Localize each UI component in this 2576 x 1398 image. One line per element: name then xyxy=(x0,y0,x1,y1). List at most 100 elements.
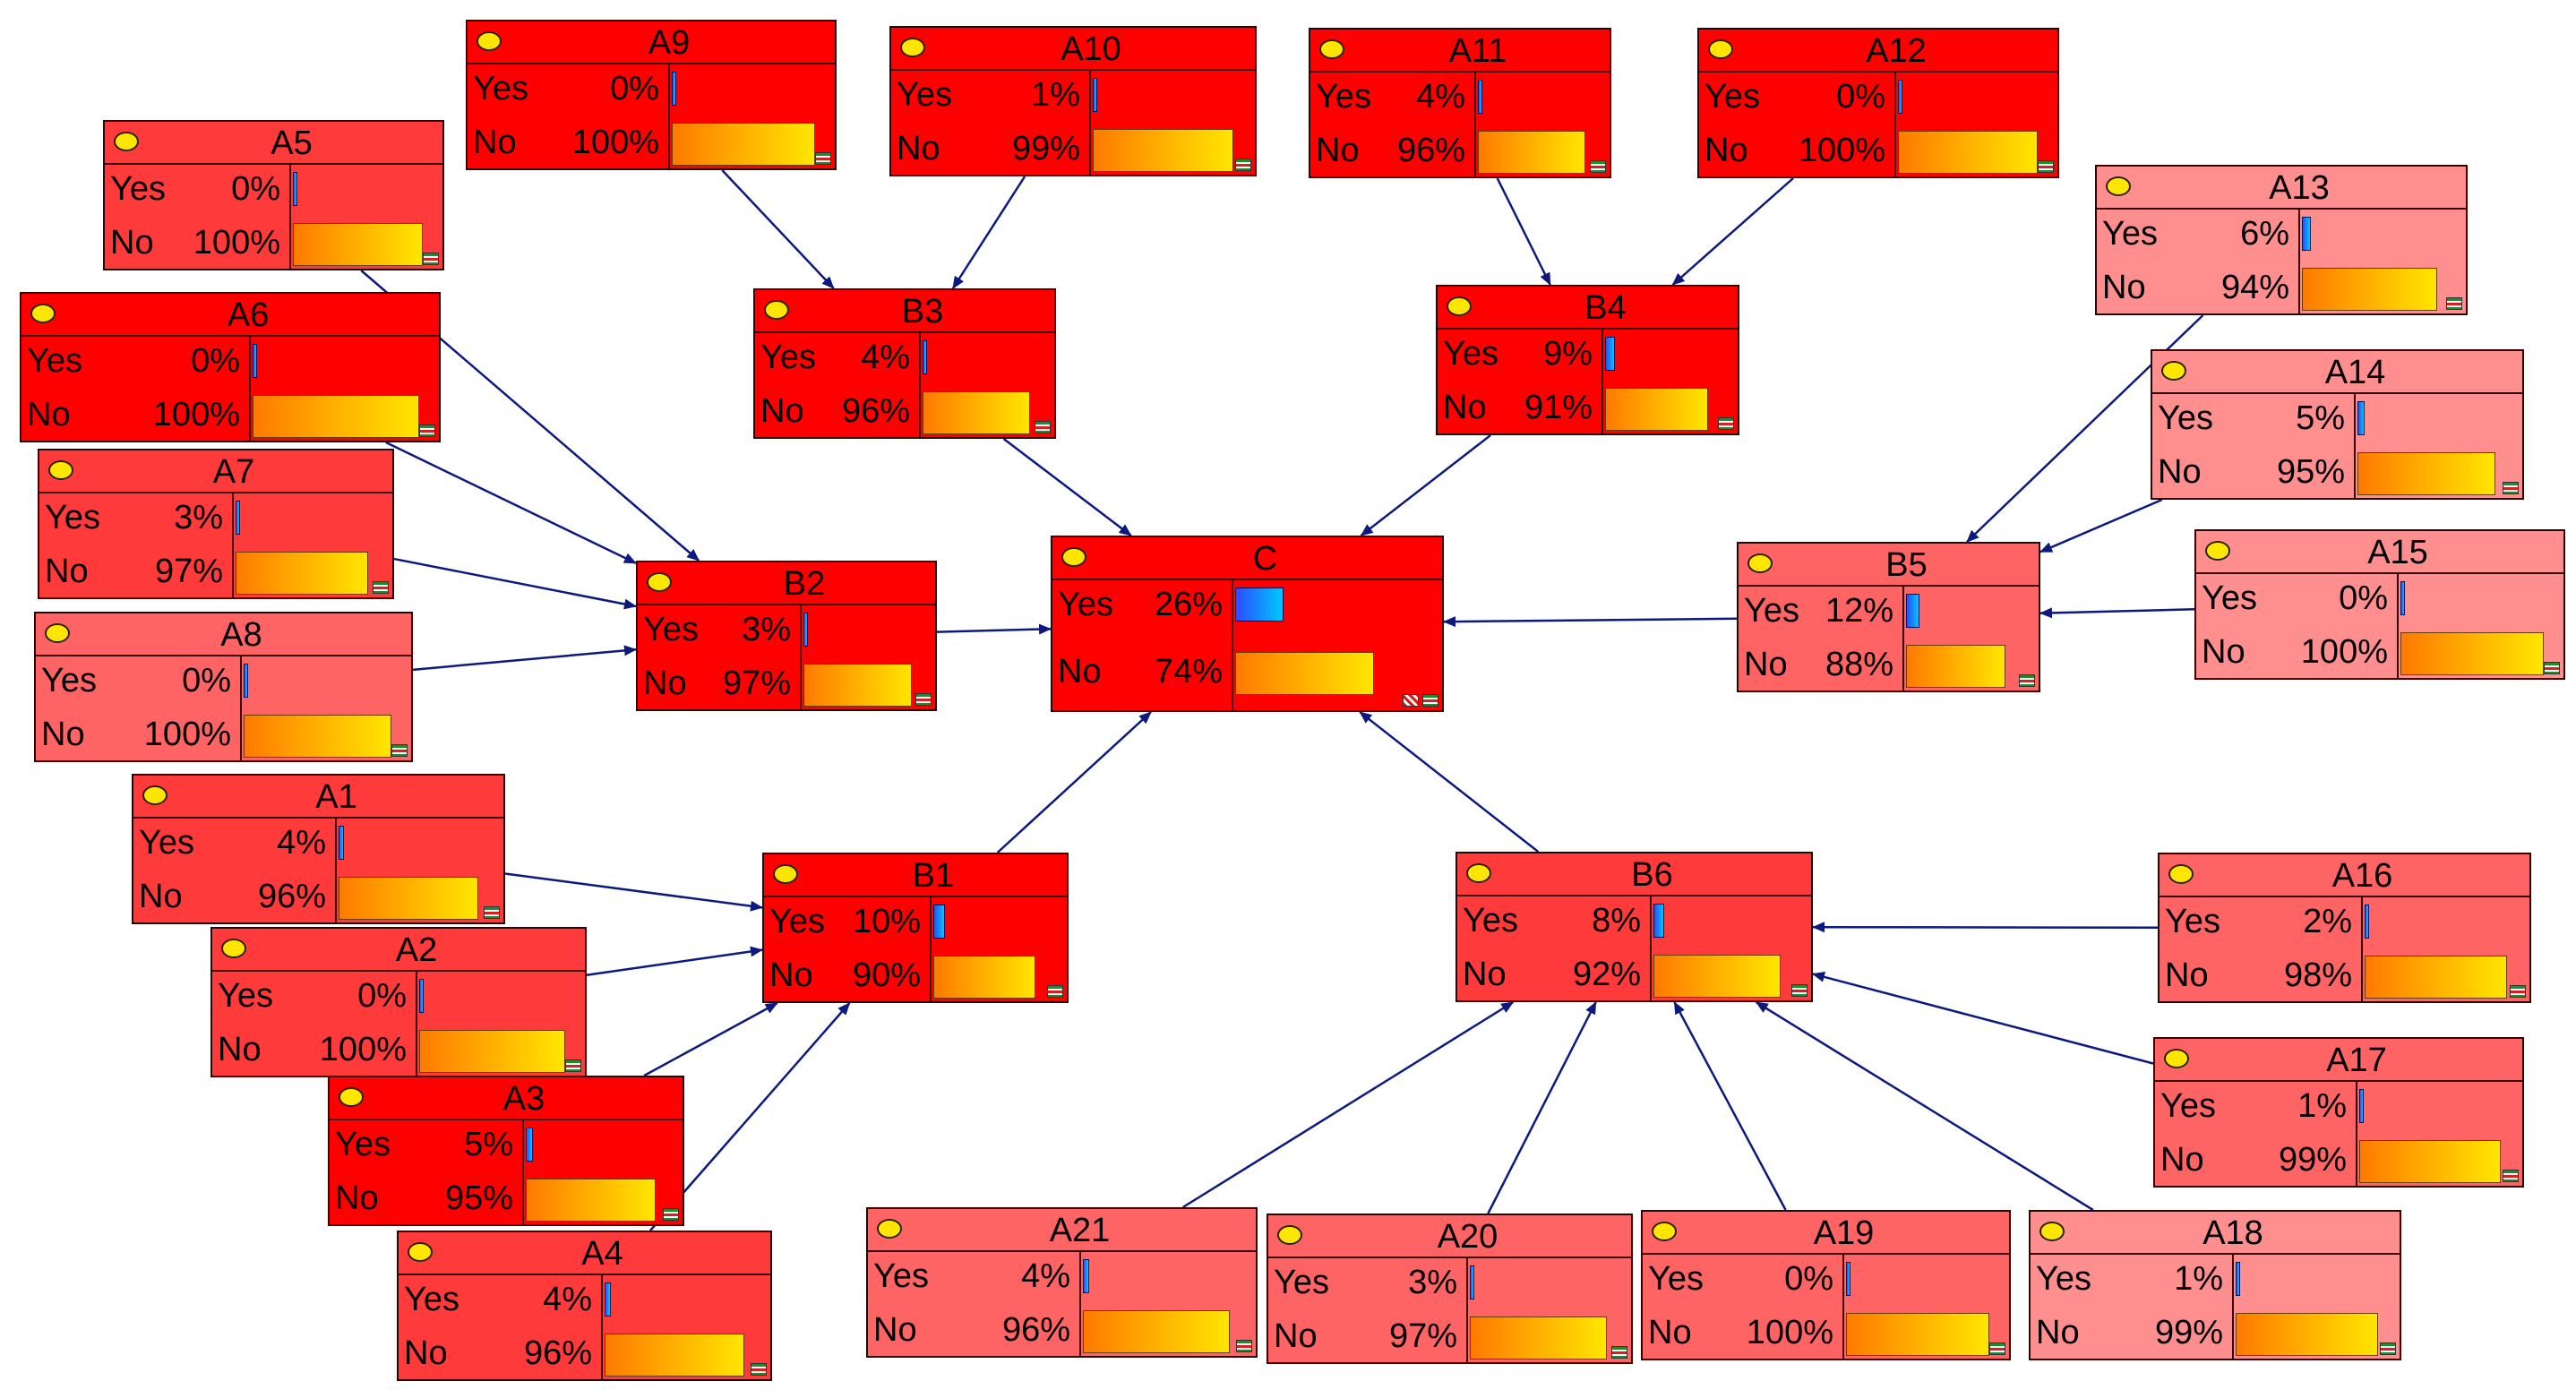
monitor-icon[interactable] xyxy=(815,152,831,165)
monitor-icon[interactable] xyxy=(751,1363,767,1376)
node-header[interactable]: A1 xyxy=(133,776,503,819)
monitor-icon[interactable] xyxy=(1611,1346,1627,1359)
node-state-dot[interactable] xyxy=(2039,1222,2065,1241)
monitor-icon[interactable] xyxy=(2038,160,2054,173)
node-state-dot[interactable] xyxy=(2161,361,2186,381)
monitor-icon[interactable] xyxy=(2510,985,2526,998)
monitor-icon[interactable] xyxy=(1791,984,1807,997)
node-state-dot[interactable] xyxy=(773,864,798,884)
node-state-dot[interactable] xyxy=(877,1219,902,1239)
node-header[interactable]: A8 xyxy=(36,613,411,656)
node-state-dot[interactable] xyxy=(1466,863,1491,883)
monitor-icon[interactable] xyxy=(419,425,435,437)
node-state-dot[interactable] xyxy=(1747,553,1773,573)
monitor-icon[interactable] xyxy=(1422,694,1438,707)
node-header[interactable]: A9 xyxy=(468,21,835,64)
monitor-icon[interactable] xyxy=(1989,1342,2005,1355)
node-state-dot[interactable] xyxy=(2106,176,2131,196)
monitor-icon[interactable] xyxy=(373,581,389,594)
node-state-dot[interactable] xyxy=(45,623,70,643)
node-header[interactable]: A2 xyxy=(212,929,585,972)
node-header[interactable]: B5 xyxy=(1739,544,2039,587)
monitor-icon[interactable] xyxy=(2503,482,2519,494)
node-state-dot[interactable] xyxy=(408,1242,433,1262)
node-header[interactable]: B4 xyxy=(1438,287,1738,330)
node-state-dot[interactable] xyxy=(2168,864,2194,884)
node-header[interactable]: A18 xyxy=(2031,1212,2400,1255)
node-state-dot[interactable] xyxy=(2164,1049,2189,1068)
node-header[interactable]: B1 xyxy=(764,854,1067,897)
node-header[interactable]: A20 xyxy=(1268,1215,1631,1258)
monitor-icon[interactable] xyxy=(2503,1170,2519,1182)
node-header[interactable]: B6 xyxy=(1457,853,1811,896)
monitor-icon[interactable] xyxy=(1236,1340,1252,1352)
grid-icon[interactable] xyxy=(1403,694,1419,707)
node-state-dot[interactable] xyxy=(30,304,56,323)
monitor-icon[interactable] xyxy=(565,1059,581,1072)
node-header[interactable]: A10 xyxy=(891,28,1255,71)
monitor-icon[interactable] xyxy=(484,906,500,919)
node-state-dot[interactable] xyxy=(1277,1225,1302,1245)
node-header[interactable]: A7 xyxy=(39,450,392,493)
node-state-dot[interactable] xyxy=(1319,39,1344,59)
node-header[interactable]: A17 xyxy=(2155,1039,2522,1082)
monitor-icon[interactable] xyxy=(2446,297,2462,310)
node-header[interactable]: C xyxy=(1052,537,1442,580)
node-state-dot[interactable] xyxy=(1652,1222,1677,1241)
monitor-icon[interactable] xyxy=(423,253,439,265)
node-state-dot[interactable] xyxy=(339,1087,364,1107)
node-header[interactable]: A16 xyxy=(2160,854,2529,897)
monitor-icon[interactable] xyxy=(663,1208,679,1221)
monitor-icon[interactable] xyxy=(915,693,932,706)
monitor-icon[interactable] xyxy=(391,744,408,757)
node-header[interactable]: A19 xyxy=(1643,1212,2009,1255)
node-header[interactable]: A14 xyxy=(2152,351,2522,394)
monitor-icon[interactable] xyxy=(2380,1342,2396,1355)
node-state-dot[interactable] xyxy=(1061,547,1086,567)
monitor-icon[interactable] xyxy=(1035,421,1051,433)
node-state-dot[interactable] xyxy=(1447,296,1472,316)
monitor-icon[interactable] xyxy=(2544,662,2560,674)
node-header[interactable]: A6 xyxy=(21,294,439,337)
node-header[interactable]: A4 xyxy=(399,1232,770,1275)
node-state-dot[interactable] xyxy=(477,31,502,51)
node-state-dot[interactable] xyxy=(764,300,789,320)
node-header[interactable]: A21 xyxy=(868,1209,1256,1252)
node-header[interactable]: A15 xyxy=(2196,531,2563,574)
node-header[interactable]: B2 xyxy=(638,562,935,605)
node-state-dot[interactable] xyxy=(2205,541,2230,561)
node-header[interactable]: A11 xyxy=(1310,30,1610,73)
monitor-icon[interactable] xyxy=(1718,417,1734,430)
monitor-icon[interactable] xyxy=(1590,160,1606,173)
node-state-dot[interactable] xyxy=(114,132,139,151)
monitor-icon[interactable] xyxy=(1047,985,1063,998)
node-state-dot[interactable] xyxy=(1708,39,1733,59)
